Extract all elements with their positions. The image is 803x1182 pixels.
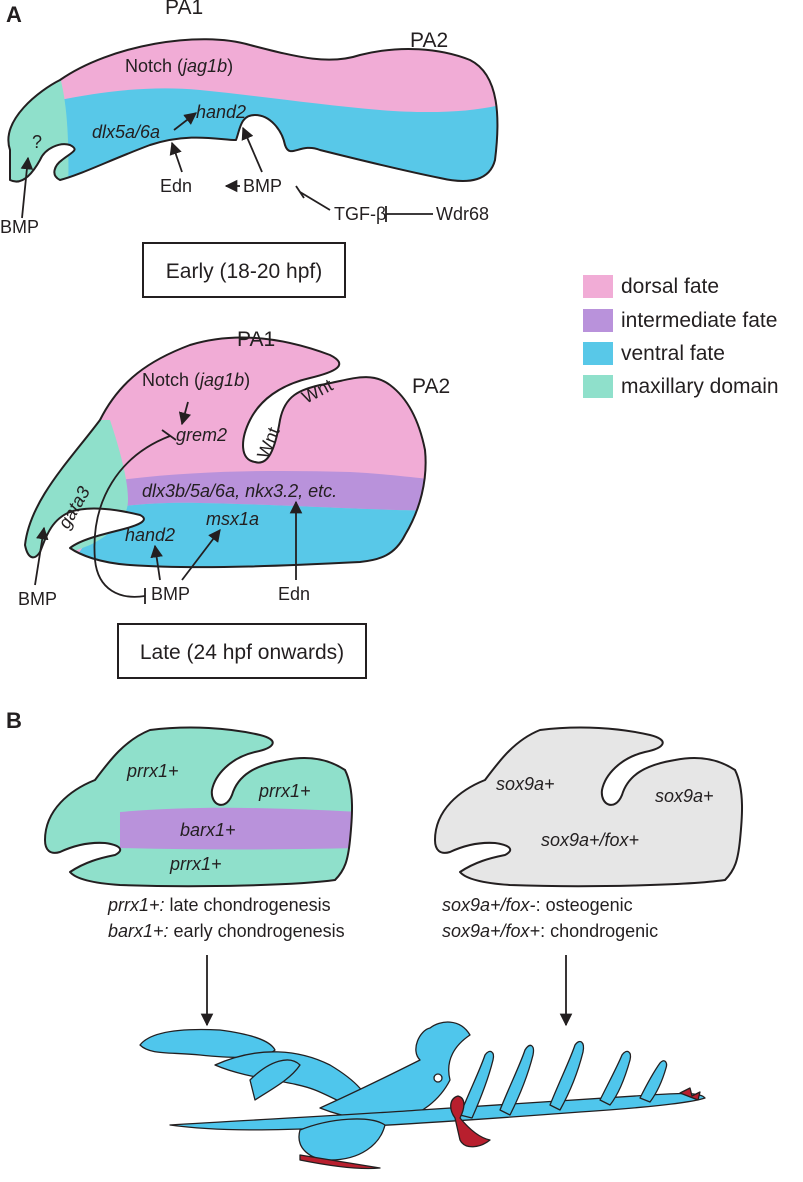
caption-prrx1: prrx1+: late chondrogenesis	[107, 895, 331, 915]
late-arch-outline	[24, 336, 427, 569]
caption-sox-fox-pos: sox9a+/fox+: chondrogenic	[442, 921, 658, 941]
early-arch-outline	[7, 38, 499, 183]
early-edn-label: Edn	[160, 176, 192, 196]
late-msx1a-label: msx1a	[206, 509, 259, 529]
barx1-label: barx1+	[180, 820, 236, 840]
late-hand2-label: hand2	[125, 525, 175, 545]
legend-label-dorsal: dorsal fate	[621, 275, 719, 298]
bmp-to-hand2-late-arrow	[150, 544, 163, 581]
edn-to-dlx-arrow	[169, 141, 183, 173]
early-stage-box	[142, 242, 346, 298]
late-bmp-left-label: BMP	[18, 589, 57, 609]
caption-sox-fox-neg: sox9a+/fox-: osteogenic	[442, 895, 633, 915]
bmp-to-gata3-arrow	[34, 526, 49, 586]
craniofacial-skeleton-drawing	[139, 1021, 706, 1170]
early-notch-label: Notch (jag1b)	[125, 56, 233, 76]
sox9a-diagram: sox9a+ sox9a+ sox9a+/fox+	[434, 726, 744, 888]
early-arch-diagram: PA1 PA2 Notch (jag1b) hand2 dlx5a/6a ? E…	[0, 0, 499, 298]
late-ventral-region	[60, 502, 426, 568]
panel-b-letter: B	[6, 708, 22, 733]
prrx-barx-diagram: prrx1+ prrx1+ barx1+ prrx1+	[44, 726, 354, 888]
late-arch-diagram: PA1 PA2 Notch (jag1b) grem2 Wnt Wnt gata…	[18, 328, 450, 679]
late-dlx-label: dlx3b/5a/6a, nkx3.2, etc.	[142, 481, 337, 501]
early-pa1-label: PA1	[165, 0, 203, 19]
early-wdr68-label: Wdr68	[436, 204, 489, 224]
bmp-to-maxillary-arrow	[20, 156, 34, 219]
sox9a-top-label: sox9a+	[496, 774, 555, 794]
sox9a-region	[434, 726, 744, 888]
dlx-to-hand2-arrow	[173, 112, 197, 131]
caption-barx1: barx1+: early chondrogenesis	[108, 921, 345, 941]
panel-a-letter: A	[6, 2, 22, 27]
legend-label-maxillary: maxillary domain	[621, 375, 779, 398]
late-intermediate-region	[110, 470, 426, 511]
late-pa1-label: PA1	[237, 328, 275, 351]
early-bmp-label: BMP	[243, 176, 282, 196]
tgf-inhibits-bmp	[299, 191, 331, 211]
early-dlx-label: dlx5a/6a	[92, 122, 160, 142]
prrx1-bottom-label: prrx1+	[169, 854, 222, 874]
early-hand2-label: hand2	[196, 102, 246, 122]
early-bmp-left-label: BMP	[0, 217, 39, 237]
late-pa2-label: PA2	[412, 375, 450, 398]
legend-label-intermediate: intermediate fate	[621, 309, 777, 332]
late-notch-label: Notch (jag1b)	[142, 370, 250, 390]
notch-to-grem2-arrow	[178, 401, 192, 426]
prrx1-right-label: prrx1+	[258, 781, 311, 801]
legend-swatch-intermediate	[583, 309, 613, 332]
legend-label-ventral: ventral fate	[621, 342, 725, 365]
legend-swatch-ventral	[583, 342, 613, 365]
late-stage-box	[117, 623, 367, 679]
early-question-label: ?	[32, 132, 42, 152]
late-edn-label: Edn	[278, 584, 310, 604]
early-pa2-label: PA2	[410, 29, 448, 52]
grem2-bmp-inhibition-loop	[93, 435, 171, 598]
bmp-to-hand2-arrow	[241, 126, 263, 173]
late-grem2-label: grem2	[176, 425, 227, 445]
bmp-to-msx1a-arrow	[181, 528, 221, 581]
early-stage-label: Early (18-20 hpf)	[166, 260, 322, 283]
early-tgf-label: TGF-β	[334, 204, 386, 224]
prrx-barx-outline	[44, 726, 354, 888]
barx1-region	[120, 807, 353, 850]
legend-swatch-maxillary	[583, 375, 613, 398]
late-stage-label: Late (24 hpf onwards)	[140, 641, 344, 664]
prrx1-top-label: prrx1+	[126, 761, 179, 781]
legend-swatch-dorsal	[583, 275, 613, 298]
legend: dorsal fate intermediate fate ventral fa…	[583, 275, 779, 398]
sox9a-right-label: sox9a+	[655, 786, 714, 806]
late-bmp-label: BMP	[151, 584, 190, 604]
sox9a-fox-label: sox9a+/fox+	[541, 830, 639, 850]
